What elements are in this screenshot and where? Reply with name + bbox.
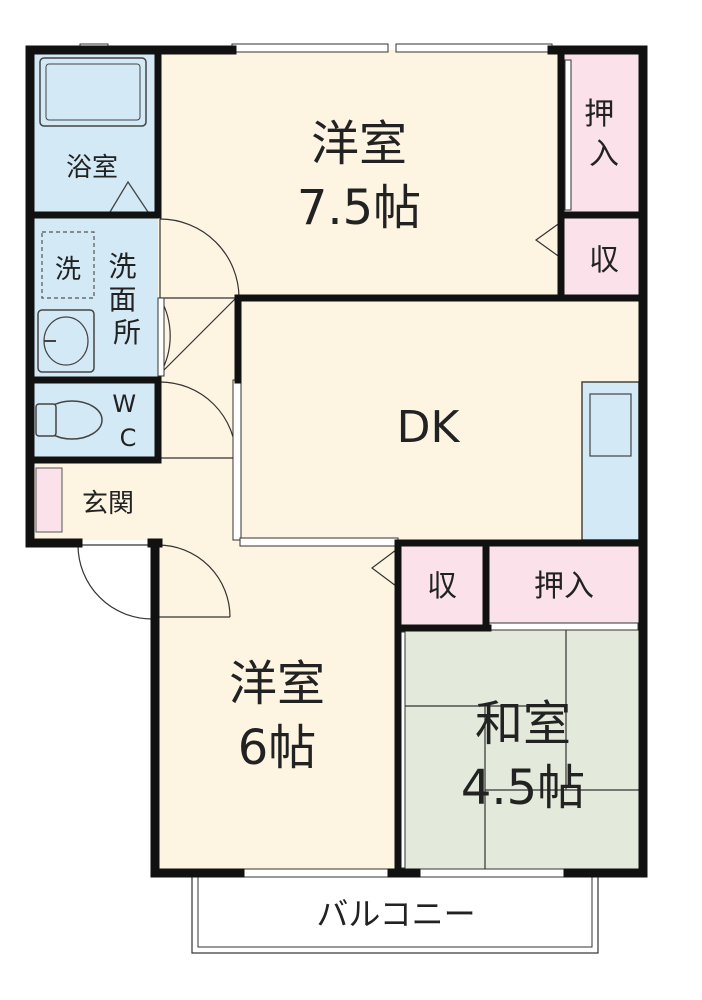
- storage-mid-label: 収: [427, 569, 457, 604]
- western-large-name: 洋室: [311, 116, 407, 172]
- bathtub: [39, 57, 147, 127]
- washroom-label: 洗 面 所: [109, 250, 146, 349]
- dk-floor: [238, 298, 643, 543]
- japanese-name: 和室: [475, 696, 571, 752]
- kitchen-sink: [589, 393, 632, 457]
- washroom-char-1: 洗: [109, 250, 137, 283]
- western-small-size: 6帖: [238, 720, 317, 776]
- storage-top-floor: [561, 215, 643, 298]
- wc-char-2: C: [120, 424, 137, 452]
- bathtub-inner: [45, 63, 141, 121]
- washroom-char-2: 面: [109, 283, 137, 316]
- shoe-cabinet: [35, 467, 63, 533]
- closet-top-label: 押 入: [584, 97, 624, 172]
- walls: [25, 45, 648, 878]
- storage-mid-floor: [398, 543, 486, 628]
- closet-top-floor: [561, 50, 643, 215]
- western-small-name: 洋室: [229, 656, 325, 712]
- balcony: [191, 872, 599, 954]
- wc-char-1: W: [112, 390, 136, 418]
- dk-label: DK: [397, 402, 461, 453]
- western-large-size: 7.5帖: [297, 180, 421, 236]
- hall-floor: [158, 298, 238, 543]
- balcony-label: バルコニー: [316, 895, 475, 933]
- entrance-label: 玄関: [82, 489, 134, 519]
- japanese-room-floor: [403, 628, 643, 873]
- storage-top-label: 収: [589, 243, 619, 278]
- washer-label: 洗: [55, 255, 81, 285]
- western-room-large-floor: [158, 50, 561, 298]
- closet-mid-floor: [486, 543, 643, 628]
- bath-drain-mark: [109, 180, 149, 213]
- japanese-size: 4.5帖: [461, 760, 585, 816]
- wc-label: W C: [112, 390, 143, 452]
- washroom-char-3: 所: [113, 316, 141, 349]
- western-room-small-floor: [155, 543, 398, 873]
- toilet-tank: [35, 403, 57, 437]
- washing-machine-space: [41, 231, 95, 299]
- closet-top-char-1: 押: [584, 97, 614, 132]
- tatami-lines: [403, 630, 641, 871]
- closet-mid-label: 押入: [534, 569, 594, 604]
- closet-top-char-2: 入: [589, 137, 619, 172]
- washbasin: [37, 309, 95, 373]
- bath-label: 浴室: [66, 153, 118, 183]
